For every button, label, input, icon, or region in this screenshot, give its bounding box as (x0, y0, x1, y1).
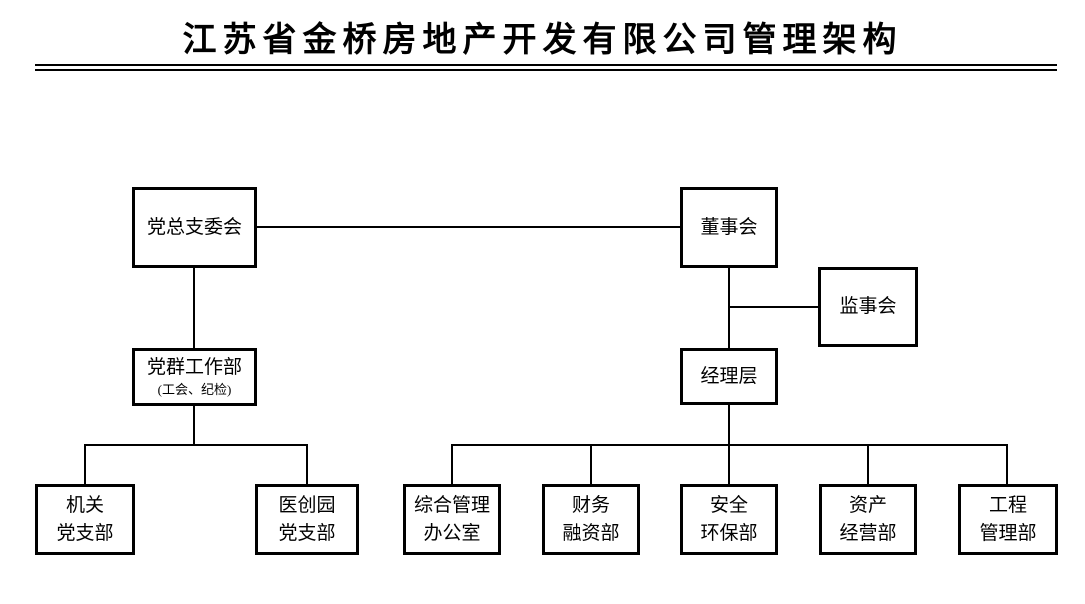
node-supervisory-board: 监事会 (818, 267, 918, 347)
node-engineering-management-department: 工程 管理部 (958, 484, 1058, 555)
node-safety-environment-department: 安全 环保部 (680, 484, 778, 555)
node-label-line1: 医创园 (278, 494, 336, 516)
title-double-rule (35, 64, 1057, 71)
node-label-line2: 办公室 (423, 522, 481, 544)
node-general-management-office: 综合管理 办公室 (403, 484, 501, 555)
node-label: 监事会 (839, 296, 897, 317)
connector-masswork-stem (193, 406, 195, 446)
connector-drop-engineering (1006, 446, 1008, 484)
connector-board-supervisory (730, 306, 818, 308)
connector-masswork-span (84, 444, 308, 446)
node-management-team: 经理层 (680, 348, 778, 405)
node-party-general-branch-committee: 党总支委会 (132, 187, 257, 268)
node-label-line2: 管理部 (979, 522, 1037, 544)
connector-board-to-management (728, 268, 730, 348)
node-label: 董事会 (700, 216, 758, 238)
node-board-of-directors: 董事会 (680, 187, 778, 268)
connector-party-to-masswork (193, 268, 195, 348)
node-label-line1: 工程 (988, 494, 1027, 516)
node-label: 党总支委会 (146, 216, 242, 238)
connector-drop-asset (867, 446, 869, 484)
node-medical-innovation-park-party-branch: 医创园 党支部 (255, 484, 359, 555)
node-sublabel: (工会、纪检) (157, 381, 232, 397)
node-party-mass-work-department: 党群工作部 (工会、纪检) (132, 348, 257, 406)
node-label-line2: 融资部 (562, 522, 620, 544)
node-agency-party-branch: 机关 党支部 (35, 484, 135, 555)
connector-drop-park-branch (306, 446, 308, 484)
node-label-line1: 安全 (709, 494, 748, 516)
node-label-line2: 党支部 (278, 522, 336, 544)
node-label: 经理层 (700, 365, 758, 387)
node-label-line2: 环保部 (700, 522, 758, 544)
connector-party-board (257, 226, 680, 228)
connector-drop-safety (728, 446, 730, 484)
node-label-line2: 经营部 (839, 522, 897, 544)
connector-drop-finance (590, 446, 592, 484)
node-label-line1: 财务 (571, 494, 610, 516)
connector-management-span (451, 444, 1008, 446)
node-label-line1: 机关 (65, 494, 104, 516)
connector-management-stem (728, 405, 730, 446)
page-title: 江苏省金桥房地产开发有限公司管理架构 (182, 22, 903, 59)
node-label-line1: 资产 (848, 494, 887, 516)
node-label-line1: 综合管理 (413, 494, 490, 516)
node-finance-financing-department: 财务 融资部 (542, 484, 640, 555)
connector-drop-agency-branch (84, 446, 86, 484)
node-label-line2: 党支部 (56, 522, 114, 544)
connector-drop-office (451, 446, 453, 484)
node-label: 党群工作部 (146, 356, 242, 378)
node-asset-operation-department: 资产 经营部 (819, 484, 917, 555)
